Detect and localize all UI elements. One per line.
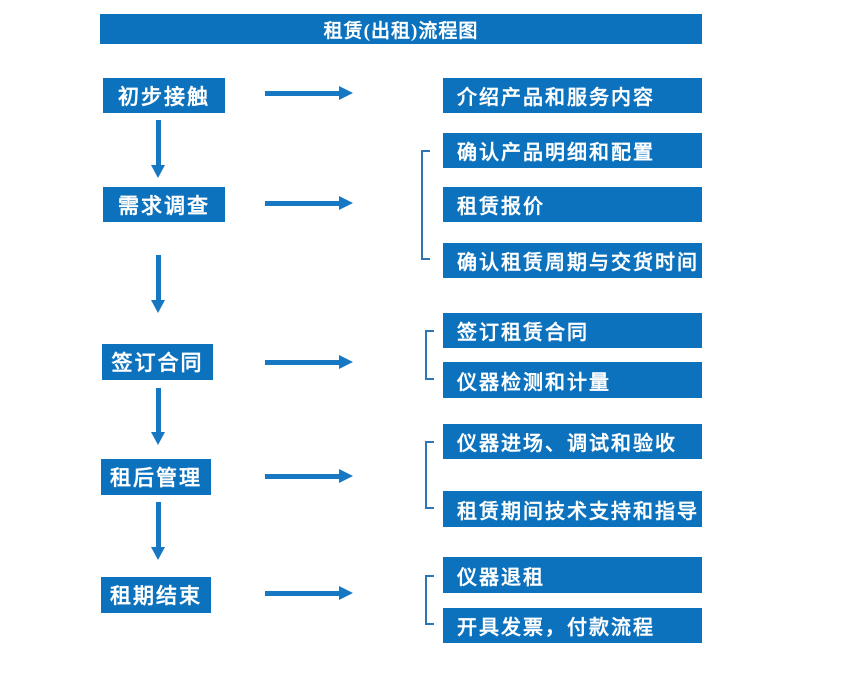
arrow-head-icon (339, 355, 353, 369)
stage-box-sign-contract: 签订合同 (102, 344, 213, 380)
diagram-title: 租赁(出租)流程图 (100, 14, 702, 44)
detail-box-rental-quote: 租赁报价 (443, 187, 702, 222)
arrow-shaft (156, 120, 161, 166)
arrow-head-icon (151, 547, 165, 560)
flow-arrow-right-4 (265, 469, 353, 483)
stage-box-demand-survey: 需求调查 (103, 187, 225, 222)
flow-arrow-right-3 (265, 355, 353, 369)
bracket-group-demand-survey (421, 150, 430, 260)
flow-arrow-down-1 (151, 120, 166, 178)
arrow-shaft (156, 502, 161, 548)
stage-box-rental-end: 租期结束 (101, 577, 211, 613)
flow-arrow-down-3 (151, 388, 166, 445)
stage-box-post-rental-management: 租后管理 (101, 459, 211, 495)
detail-box-invoice-payment: 开具发票，付款流程 (443, 608, 702, 643)
detail-box-sign-rental-contract: 签订租赁合同 (443, 313, 702, 348)
arrow-shaft (265, 591, 341, 596)
bracket-group-post-rental (425, 441, 434, 509)
arrow-head-icon (339, 196, 353, 210)
arrow-head-icon (339, 586, 353, 600)
detail-box-confirm-period-delivery: 确认租赁周期与交货时间 (443, 243, 702, 278)
detail-box-instrument-testing: 仪器检测和计量 (443, 362, 702, 398)
flow-arrow-right-2 (265, 196, 353, 210)
arrow-shaft (265, 201, 341, 206)
stage-box-initial-contact: 初步接触 (103, 78, 225, 113)
flow-arrow-right-5 (265, 586, 353, 600)
arrow-shaft (156, 255, 161, 301)
arrow-shaft (156, 388, 161, 433)
detail-box-tech-support: 租赁期间技术支持和指导 (443, 491, 702, 527)
arrow-shaft (265, 360, 341, 365)
flow-arrow-down-2 (151, 255, 166, 313)
detail-box-confirm-product-config: 确认产品明细和配置 (443, 133, 702, 168)
bracket-group-sign-contract (425, 330, 434, 380)
arrow-head-icon (151, 432, 165, 445)
arrow-shaft (265, 474, 341, 479)
arrow-head-icon (339, 86, 353, 100)
flow-arrow-down-4 (151, 502, 166, 560)
arrow-head-icon (151, 300, 165, 313)
detail-box-introduce-products: 介绍产品和服务内容 (443, 78, 702, 113)
arrow-shaft (265, 91, 341, 96)
bracket-group-rental-end (425, 575, 434, 625)
flow-arrow-right-1 (265, 86, 353, 100)
arrow-head-icon (151, 165, 165, 178)
detail-box-instrument-return: 仪器退租 (443, 557, 702, 593)
arrow-head-icon (339, 469, 353, 483)
detail-box-instrument-setup: 仪器进场、调试和验收 (443, 424, 702, 459)
